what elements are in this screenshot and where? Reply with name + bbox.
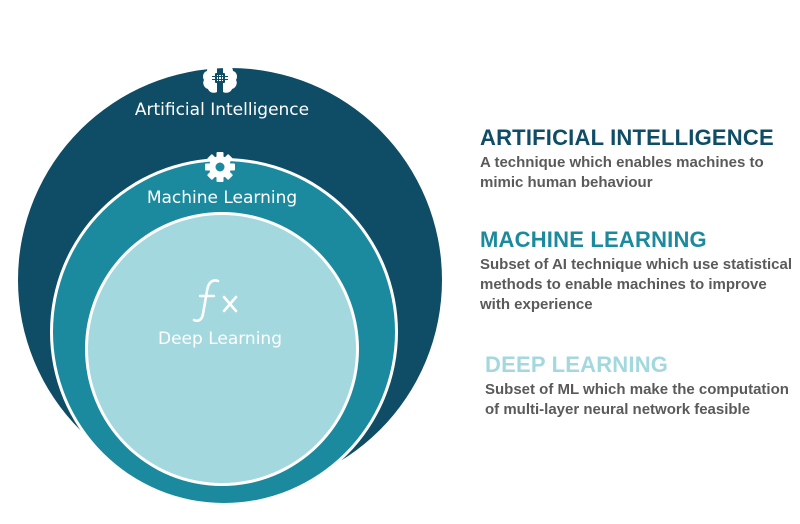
brain-chip-icon <box>203 63 237 93</box>
legend-ai-description: A technique which enables machines to mi… <box>480 154 764 191</box>
legend-dl-description: Subset of ML which make the computation … <box>485 381 789 418</box>
ml-circle-label: Machine Learning <box>147 188 297 208</box>
legend-ml: MACHINE LEARNING Subset of AI technique … <box>480 227 795 315</box>
gear-icon <box>205 152 235 182</box>
dl-circle-fill <box>88 215 356 483</box>
legend-dl-title: DEEP LEARNING <box>485 352 669 377</box>
function-fx-icon <box>192 279 238 323</box>
legend-ml-title: MACHINE LEARNING <box>480 227 707 252</box>
dl-circle-label: Deep Learning <box>158 329 282 349</box>
legend-ai-title: ARTIFICIAL INTELLIGENCE <box>480 125 774 150</box>
legend-ai: ARTIFICIAL INTELLIGENCE A technique whic… <box>480 125 795 193</box>
legend-dl: DEEP LEARNING Subset of ML which make th… <box>485 352 800 420</box>
legend-ml-description: Subset of AI technique which use statist… <box>480 256 793 313</box>
ai-circle-label: Artificial Intelligence <box>135 100 309 120</box>
